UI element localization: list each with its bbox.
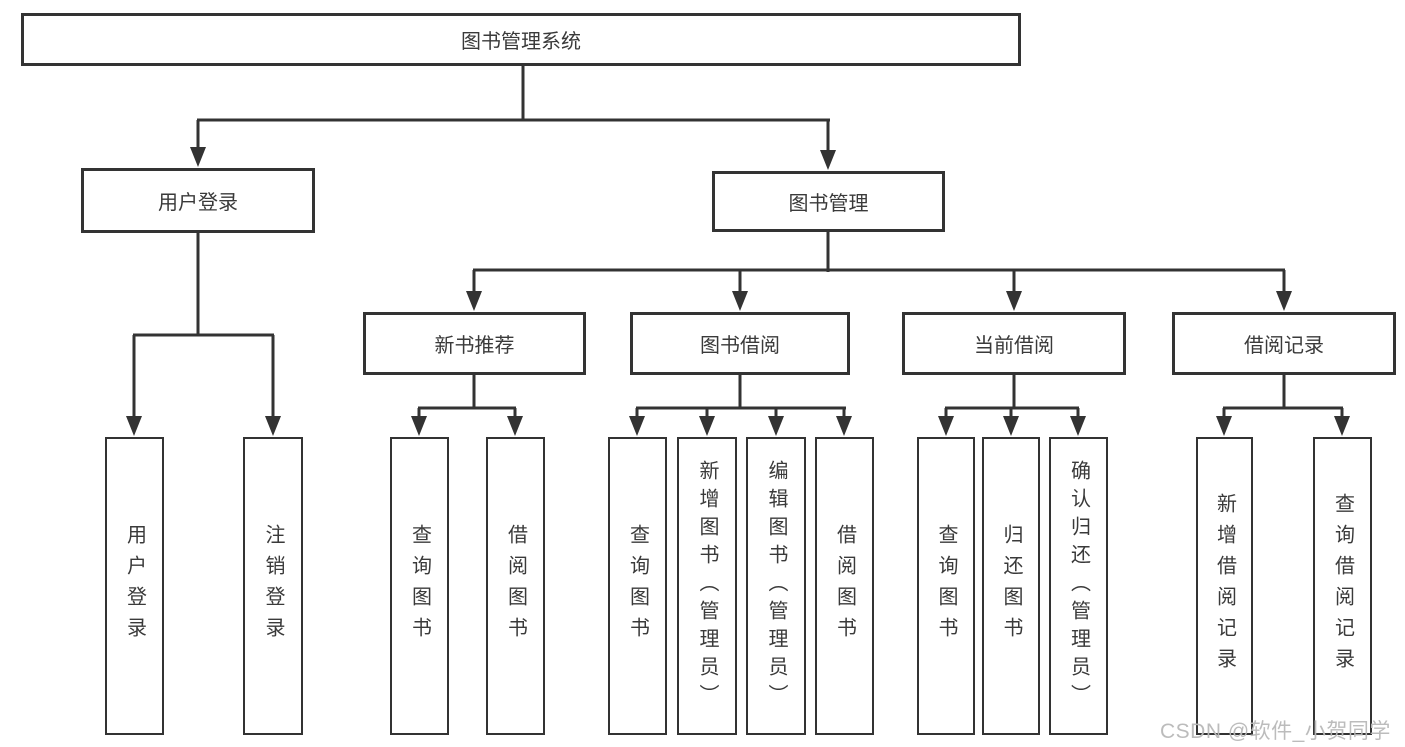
node-root: 图书管理系统 xyxy=(21,13,1021,66)
arrow-down-icon xyxy=(1216,416,1232,436)
leaf-query-books-recommend-label: 查询图书 xyxy=(408,524,431,648)
arrow-down-icon xyxy=(265,416,281,436)
leaf-borrow-books-recommend-label: 借阅图书 xyxy=(504,524,527,648)
node-borrowing-records-label: 借阅记录 xyxy=(1244,335,1324,357)
node-current-borrowing: 当前借阅 xyxy=(902,312,1126,375)
leaf-query-books-borrowing: 查询图书 xyxy=(608,437,667,735)
leaf-return-books-label: 归还图书 xyxy=(1000,524,1022,648)
leaf-edit-book-admin: 编辑图书（管理员） xyxy=(746,437,806,735)
leaf-borrow-books: 借阅图书 xyxy=(815,437,874,735)
node-book-borrowing-label: 图书借阅 xyxy=(700,335,780,357)
node-root-label: 图书管理系统 xyxy=(461,31,581,53)
arrow-down-icon xyxy=(768,416,784,436)
arrow-down-icon xyxy=(938,416,954,436)
node-user-login: 用户登录 xyxy=(81,168,315,233)
leaf-user-login: 用户登录 xyxy=(105,437,164,735)
leaf-logout-label: 注销登录 xyxy=(262,524,284,648)
arrow-down-icon xyxy=(699,416,715,436)
node-book-management: 图书管理 xyxy=(712,171,945,232)
leaf-add-book-admin-label: 新增图书（管理员） xyxy=(696,460,718,712)
leaf-query-books-current: 查询图书 xyxy=(917,437,975,735)
leaf-query-books-borrowing-label: 查询图书 xyxy=(626,524,649,648)
arrow-down-icon xyxy=(1006,291,1022,311)
node-book-borrowing: 图书借阅 xyxy=(630,312,850,375)
leaf-query-borrow-record-label: 查询借阅记录 xyxy=(1331,493,1354,679)
node-user-login-label: 用户登录 xyxy=(158,192,238,214)
node-new-book-recommend-label: 新书推荐 xyxy=(434,335,515,357)
leaf-query-books-current-label: 查询图书 xyxy=(935,524,957,648)
leaf-confirm-return-admin-label: 确认归还（管理员） xyxy=(1067,460,1090,712)
node-borrowing-records: 借阅记录 xyxy=(1172,312,1396,375)
arrow-down-icon xyxy=(629,416,645,436)
arrow-down-icon xyxy=(732,291,748,311)
leaf-user-login-label: 用户登录 xyxy=(123,524,146,648)
arrow-down-icon xyxy=(126,416,142,436)
leaf-add-borrow-record-label: 新增借阅记录 xyxy=(1213,493,1236,679)
arrow-down-icon xyxy=(411,416,427,436)
arrow-down-icon xyxy=(1334,416,1350,436)
arrow-down-icon xyxy=(836,416,852,436)
arrow-down-icon xyxy=(1276,291,1292,311)
node-book-management-label: 图书管理 xyxy=(788,193,869,215)
watermark: CSDN @软件_小贺同学 xyxy=(1160,720,1391,743)
leaf-add-book-admin: 新增图书（管理员） xyxy=(677,437,737,735)
leaf-borrow-books-label: 借阅图书 xyxy=(833,524,856,648)
leaf-query-borrow-record: 查询借阅记录 xyxy=(1313,437,1372,735)
leaf-edit-book-admin-label: 编辑图书（管理员） xyxy=(765,460,787,712)
node-new-book-recommend: 新书推荐 xyxy=(363,312,586,375)
leaf-logout: 注销登录 xyxy=(243,437,303,735)
leaf-add-borrow-record: 新增借阅记录 xyxy=(1196,437,1253,735)
arrow-down-icon xyxy=(1070,416,1086,436)
arrow-down-icon xyxy=(1003,416,1019,436)
leaf-return-books: 归还图书 xyxy=(982,437,1040,735)
arrow-down-icon xyxy=(190,147,206,167)
arrow-down-icon xyxy=(507,416,523,436)
node-current-borrowing-label: 当前借阅 xyxy=(974,335,1054,357)
leaf-confirm-return-admin: 确认归还（管理员） xyxy=(1049,437,1108,735)
leaf-query-books-recommend: 查询图书 xyxy=(390,437,449,735)
arrow-down-icon xyxy=(820,150,836,170)
arrow-down-icon xyxy=(466,291,482,311)
leaf-borrow-books-recommend: 借阅图书 xyxy=(486,437,545,735)
